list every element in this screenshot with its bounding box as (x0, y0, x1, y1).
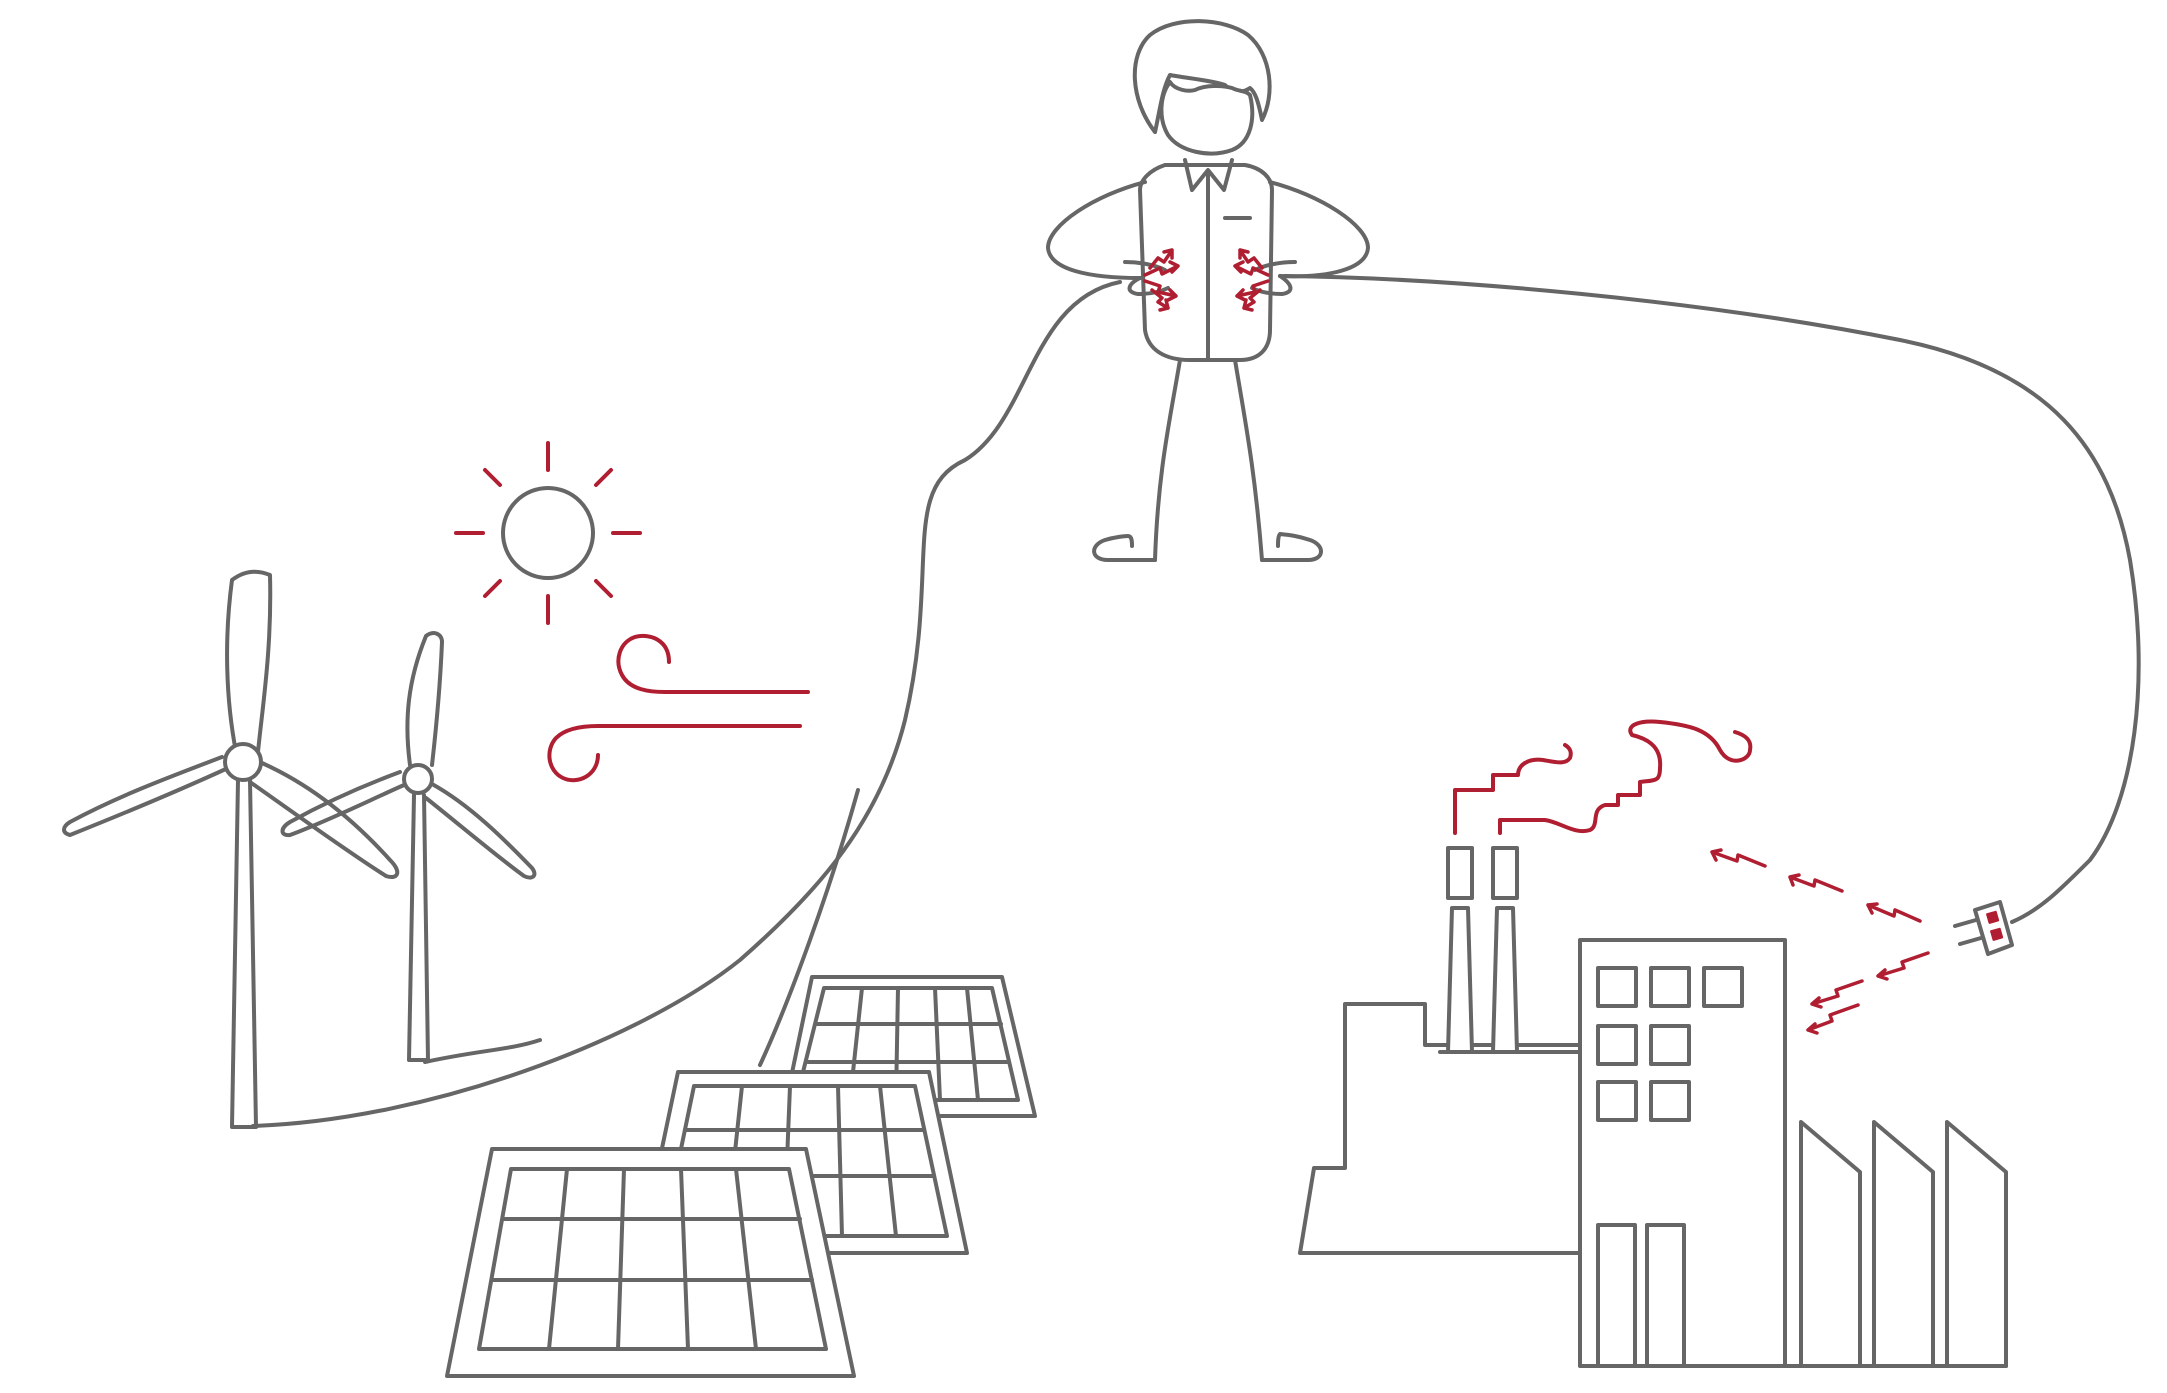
wind-turbine-large (62, 569, 400, 1129)
person-holding-cables (1046, 19, 1370, 562)
wind-turbine-small (280, 631, 537, 1062)
smokestack-smoke (1453, 719, 1753, 835)
lightning-bolt-icon (1143, 248, 1270, 312)
solar-panel-front (445, 1147, 856, 1378)
sun-icon (454, 441, 642, 625)
wind-gust-icon (547, 634, 810, 783)
factory (1298, 846, 2008, 1368)
electric-plug-icon (1953, 900, 2014, 956)
power-cable (251, 274, 2141, 1128)
lightning-bolt-icon (1710, 848, 1930, 1035)
